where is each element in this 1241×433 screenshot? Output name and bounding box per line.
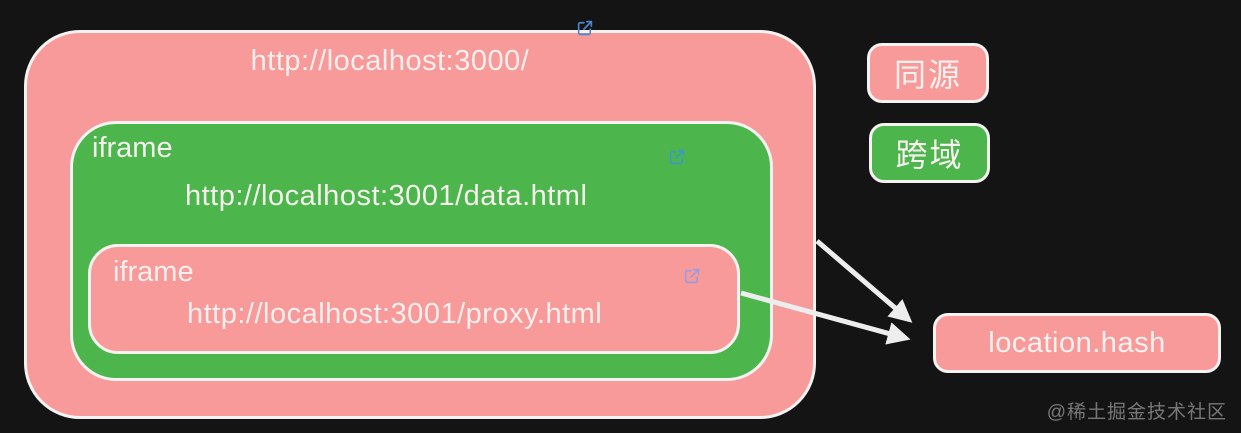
legend-same-origin-badge: 同源 — [867, 43, 989, 103]
external-link-icon[interactable] — [683, 267, 701, 285]
iframe-label: iframe — [113, 256, 194, 288]
external-link-icon[interactable] — [668, 148, 686, 166]
legend-cross-domain-badge: 跨域 — [869, 123, 990, 183]
data-frame-url: http://localhost:3001/data.html — [185, 180, 588, 212]
iframe-label: iframe — [92, 132, 173, 164]
watermark: @稀土掘金技术社区 — [1046, 402, 1227, 423]
arrow-outer-to-hash — [815, 239, 913, 323]
external-link-icon[interactable] — [576, 19, 594, 37]
outer-frame-url: http://localhost:3000/ — [250, 45, 530, 77]
proxy-frame-url: http://localhost:3001/proxy.html — [187, 298, 603, 330]
frame-localhost-3000: http://localhost:3000/ iframe http://loc… — [24, 30, 816, 419]
frame-data-html: iframe http://localhost:3001/data.html i… — [70, 121, 773, 381]
location-hash-node: location.hash — [933, 313, 1221, 373]
frame-proxy-html: iframe http://localhost:3001/proxy.html — [88, 244, 740, 354]
